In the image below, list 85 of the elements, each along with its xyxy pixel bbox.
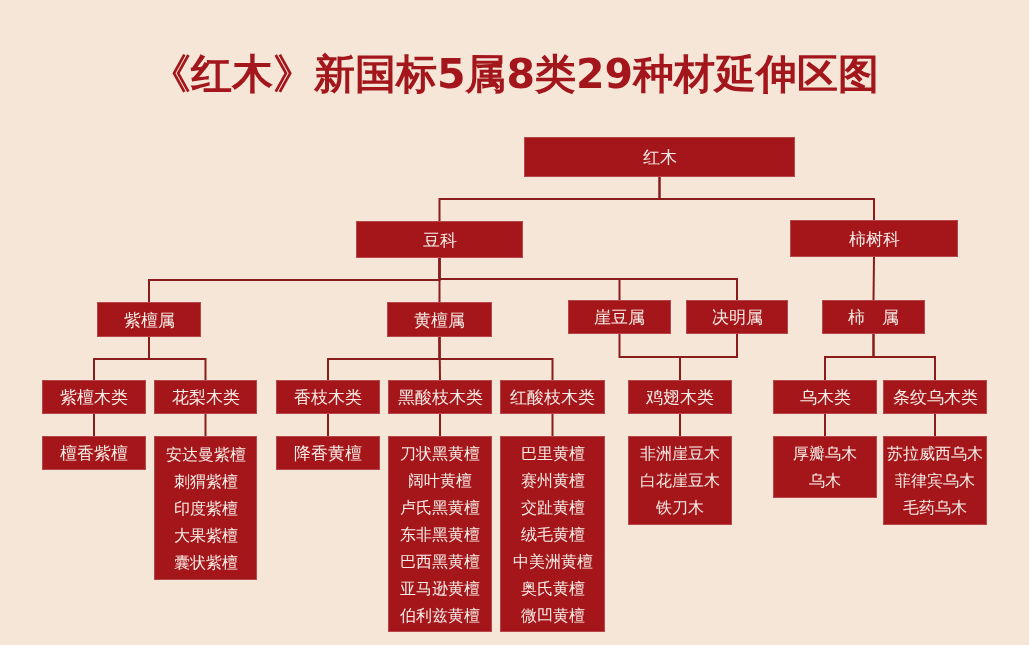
species-name: 铁刀木 — [656, 497, 704, 519]
species-name: 刀状黑黄檀 — [400, 442, 480, 465]
species-list-box — [388, 436, 492, 632]
connector-line — [872, 256, 875, 301]
species-name: 菲律宾乌木 — [895, 470, 975, 492]
box-label: 檀香紫檀 — [60, 442, 128, 464]
category-box — [387, 302, 492, 337]
category-box — [154, 380, 257, 414]
connector-line — [679, 333, 738, 381]
connector-line — [204, 413, 207, 437]
connector-line — [439, 413, 441, 437]
connector-line — [551, 413, 554, 437]
box-label: 黑酸枝木类 — [397, 386, 483, 408]
box-label: 红酸枝木类 — [510, 386, 595, 408]
connector-line — [658, 176, 875, 221]
diagram-title: 《红木》新国标5属8类29种材延伸区图 — [149, 49, 880, 100]
category-box — [822, 300, 925, 334]
species-list-box — [628, 436, 732, 525]
species-name: 囊状紫檀 — [173, 551, 238, 574]
species-name: 阔叶黄檀 — [408, 469, 472, 492]
box-label: 鸡翅木类 — [646, 386, 714, 408]
box-label: 柿 属 — [848, 306, 899, 328]
connector-line — [93, 413, 95, 437]
species-name: 微凹黄檀 — [520, 604, 585, 627]
box-label: 香枝木类 — [294, 386, 362, 408]
species-name: 印度紫檀 — [173, 497, 238, 520]
category-box — [524, 137, 795, 177]
species-name: 苏拉威西乌木 — [887, 443, 983, 465]
box-label: 崖豆属 — [594, 306, 645, 328]
category-box — [773, 380, 877, 414]
box-label: 决明属 — [711, 306, 763, 328]
category-box — [568, 300, 671, 334]
box-label: 条纹乌木类 — [892, 386, 978, 408]
species-name: 亚马逊黄檀 — [400, 577, 480, 600]
category-box — [628, 380, 732, 414]
species-name: 巴西黑黄檀 — [400, 550, 480, 573]
species-list-box — [500, 436, 605, 632]
category-box — [883, 380, 987, 414]
connector-line — [327, 413, 329, 437]
connector-line — [824, 413, 826, 437]
species-list-box — [154, 436, 257, 580]
box-label: 紫檀木类 — [60, 386, 128, 408]
species-name: 赛州黄檀 — [520, 469, 585, 492]
connector-line — [934, 413, 936, 437]
species-name: 中美洲黄檀 — [512, 550, 593, 573]
species-name: 奥氏黄檀 — [520, 577, 585, 600]
category-box — [500, 380, 605, 414]
species-name: 绒毛黄檀 — [520, 523, 585, 546]
box-label: 降香黄檀 — [294, 442, 362, 464]
species-name: 安达曼紫檀 — [165, 443, 246, 466]
category-box — [356, 221, 523, 258]
species-list-box — [883, 436, 987, 525]
category-box — [42, 436, 146, 470]
species-name: 白花崖豆木 — [640, 470, 720, 492]
category-box — [97, 302, 201, 337]
category-box — [686, 300, 788, 334]
box-label: 红木 — [642, 146, 677, 168]
species-name: 毛药乌木 — [903, 497, 967, 519]
species-name: 大果紫檀 — [173, 524, 238, 547]
species-name: 东非黑黄檀 — [400, 523, 480, 546]
connector-line — [438, 336, 554, 381]
box-label: 柿树科 — [848, 227, 900, 250]
species-name: 非洲崖豆木 — [640, 443, 720, 465]
box-label: 乌木类 — [799, 386, 851, 408]
box-label: 豆科 — [422, 228, 457, 251]
connector-line — [872, 333, 936, 381]
box-label: 花梨木类 — [171, 386, 240, 408]
connector-line — [679, 413, 681, 437]
species-name: 乌木 — [809, 470, 841, 492]
box-label: 紫檀属 — [123, 308, 175, 331]
category-box — [276, 436, 380, 470]
species-name: 交趾黄檀 — [520, 496, 585, 519]
category-box — [276, 380, 380, 414]
species-name: 伯利兹黄檀 — [400, 604, 480, 627]
species-name: 巴里黄檀 — [520, 442, 585, 465]
species-name: 卢氏黑黄檀 — [400, 496, 480, 519]
species-name: 厚瓣乌木 — [793, 443, 857, 465]
category-box — [42, 380, 146, 414]
species-name: 刺猬紫檀 — [173, 470, 238, 493]
connector-line — [438, 257, 738, 301]
category-box — [790, 220, 958, 257]
category-box — [388, 380, 492, 414]
species-list-box — [773, 436, 877, 498]
box-label: 黄檀属 — [414, 308, 465, 331]
connector-line — [148, 336, 207, 381]
